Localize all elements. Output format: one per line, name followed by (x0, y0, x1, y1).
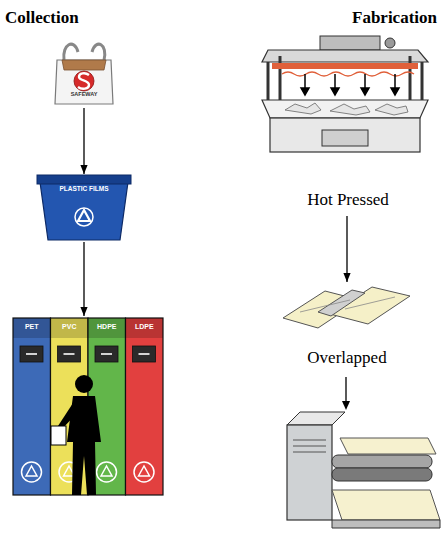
bin-label: PLASTIC FILMS (36, 185, 132, 192)
overlapped-sheets (283, 287, 410, 328)
step-caption: Overlapped (280, 349, 414, 368)
laminating-machine (287, 412, 440, 528)
bin-type-label: PVC (51, 323, 89, 331)
bag-node: SAFEWAY (52, 40, 116, 108)
column-heading: Fabrication (352, 8, 437, 28)
bin-type-label: HDPE (88, 323, 126, 331)
column-heading: Collection (5, 8, 79, 28)
flow-arrow (83, 242, 84, 316)
flow-arrow (346, 216, 347, 282)
brand-text: SAFEWAY (52, 91, 116, 97)
sorting-node: PETPVCHDPELDPE (12, 316, 164, 497)
flow-arrow (83, 108, 84, 174)
bin-type-label: LDPE (126, 323, 164, 331)
sorting-bins (13, 318, 163, 495)
bin-node: PLASTIC FILMS (36, 174, 132, 242)
flow-arrow (342, 377, 350, 410)
bin-type-label: PET (13, 323, 51, 331)
hot-press (262, 36, 428, 152)
press-node: Hot Pressed (262, 36, 430, 216)
step-caption: Hot Pressed (262, 191, 434, 210)
sheets-node: Overlapped (280, 282, 414, 376)
recycling-bin (37, 175, 131, 240)
